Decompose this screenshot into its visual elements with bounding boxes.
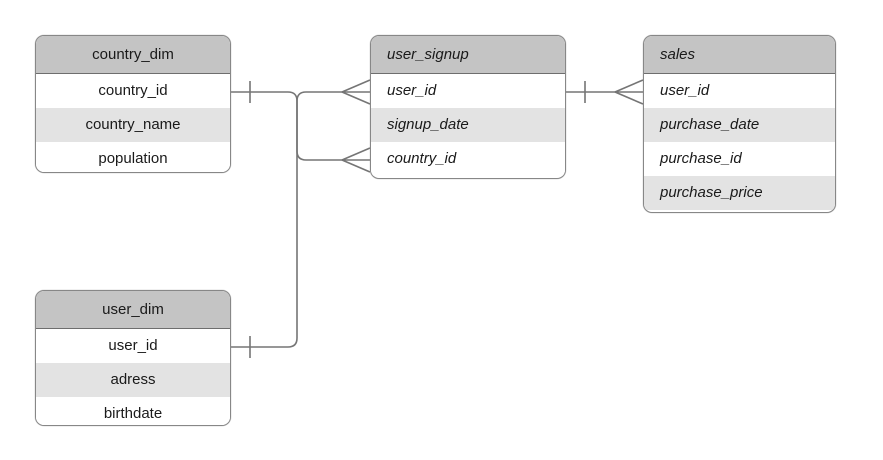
crowsfoot-user-signup-country-id <box>341 147 371 173</box>
entity-title-country_dim: country_dim <box>36 36 230 74</box>
entity-column-user_signup-user_id[interactable]: user_id <box>371 74 565 108</box>
relationship-line-user-dim-to-user-signup <box>231 91 342 348</box>
entity-column-country_dim-population[interactable]: population <box>36 142 230 172</box>
crowsfoot-sales-user-id <box>614 79 644 105</box>
entity-column-user_dim-adress[interactable]: adress <box>36 363 230 397</box>
entity-column-user_dim-birthdate[interactable]: birthdate <box>36 397 230 425</box>
crowsfoot-user-signup-user-id <box>341 79 371 105</box>
entity-column-user_signup-country_id[interactable]: country_id <box>371 142 565 176</box>
entity-column-country_dim-country_id[interactable]: country_id <box>36 74 230 108</box>
entity-column-sales-purchase_price[interactable]: purchase_price <box>644 176 835 210</box>
entity-column-sales-user_id[interactable]: user_id <box>644 74 835 108</box>
relationship-line-country-dim-to-user-signup <box>231 91 342 161</box>
entity-column-country_dim-country_name[interactable]: country_name <box>36 108 230 142</box>
entity-title-user_signup: user_signup <box>371 36 565 74</box>
entity-column-user_dim-user_id[interactable]: user_id <box>36 329 230 363</box>
entity-title-sales: sales <box>644 36 835 74</box>
entity-column-user_signup-signup_date[interactable]: signup_date <box>371 108 565 142</box>
entity-column-sales-purchase_id[interactable]: purchase_id <box>644 142 835 176</box>
entity-title-user_dim: user_dim <box>36 291 230 329</box>
entity-column-sales-purchase_date[interactable]: purchase_date <box>644 108 835 142</box>
